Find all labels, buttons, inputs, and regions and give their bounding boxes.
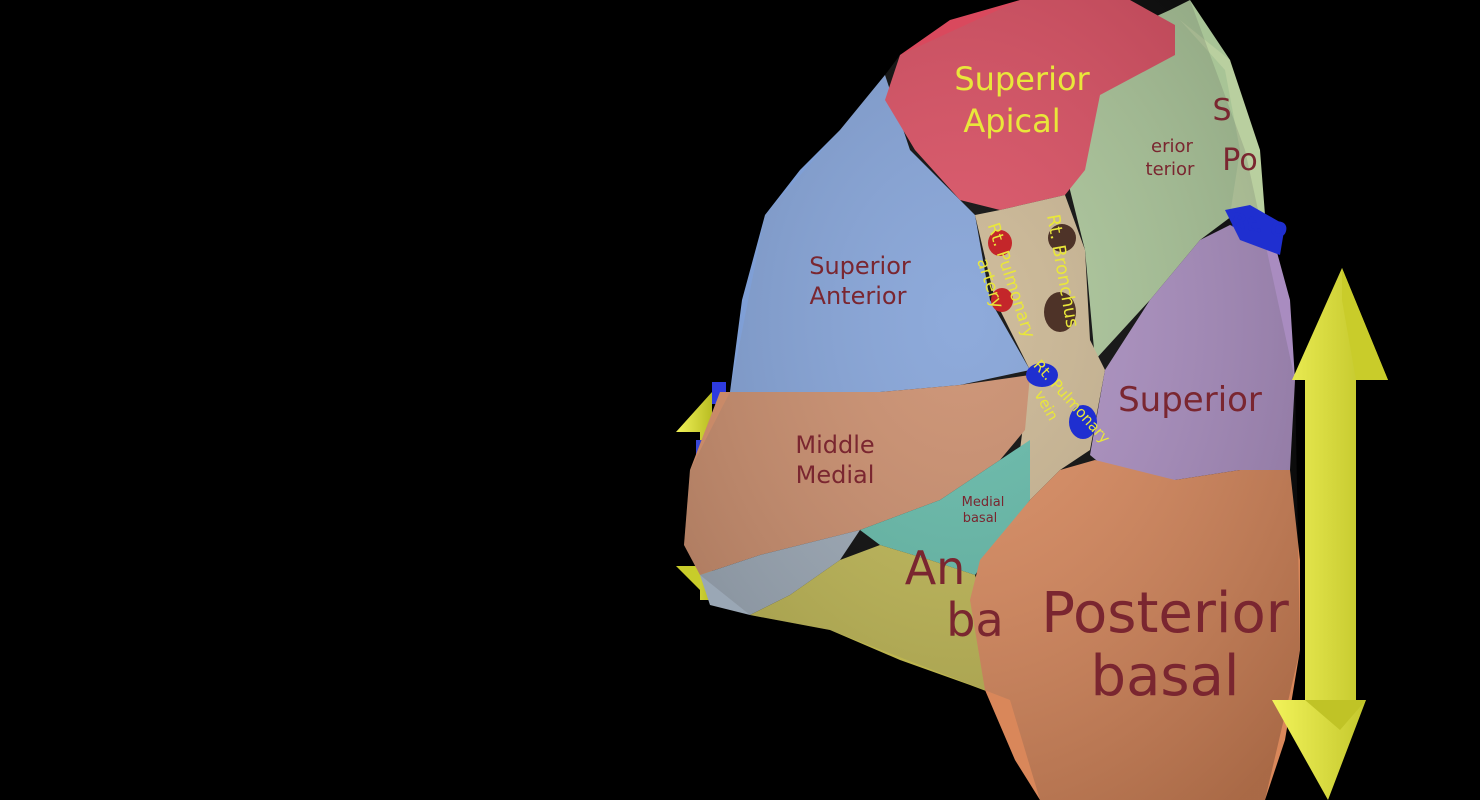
label-posterior-superior-2: terior <box>1146 159 1196 180</box>
label-posterior-basal-1: Posterior <box>1041 581 1289 646</box>
pulmonary-vein-opening-upper <box>1026 363 1058 387</box>
blue-vessel-top-right <box>1225 205 1285 255</box>
label-far-right-1: S <box>1212 93 1231 128</box>
label-middle-medial-1: Middle <box>795 431 874 459</box>
label-superior-anterior-2: Anterior <box>810 282 907 310</box>
bronchus-opening-upper <box>1048 224 1076 252</box>
label-middle-medial-2: Medial <box>796 461 875 489</box>
label-medial-basal-1: Medial <box>962 495 1005 510</box>
label-posterior-basal-2: basal <box>1091 644 1240 709</box>
label-far-right-2: Po <box>1222 143 1257 178</box>
segment-labels: Superior Apical Superior Anterior erior … <box>795 60 1289 709</box>
pulmonary-artery-opening-upper <box>988 230 1012 256</box>
lung-segments <box>684 0 1300 800</box>
pulmonary-artery-opening-lower <box>991 288 1013 312</box>
pulmonary-vein-opening-lower <box>1069 405 1097 439</box>
hilum-vessels <box>988 205 1285 439</box>
label-superior-apical-1: Superior <box>954 60 1090 98</box>
bronchus-opening-lower <box>1044 292 1076 332</box>
label-medial-basal-2: basal <box>963 511 998 526</box>
label-superior-anterior-1: Superior <box>809 252 911 280</box>
label-anterior-basal-1: An <box>905 541 966 595</box>
lung-shading <box>684 0 1300 800</box>
label-anterior-basal-2: ba <box>946 593 1003 647</box>
label-superior-apical-2: Apical <box>963 102 1060 140</box>
double-arrow-right[interactable] <box>1272 268 1388 800</box>
label-superior: Superior <box>1118 380 1262 420</box>
label-posterior-superior-1: erior <box>1151 136 1193 157</box>
